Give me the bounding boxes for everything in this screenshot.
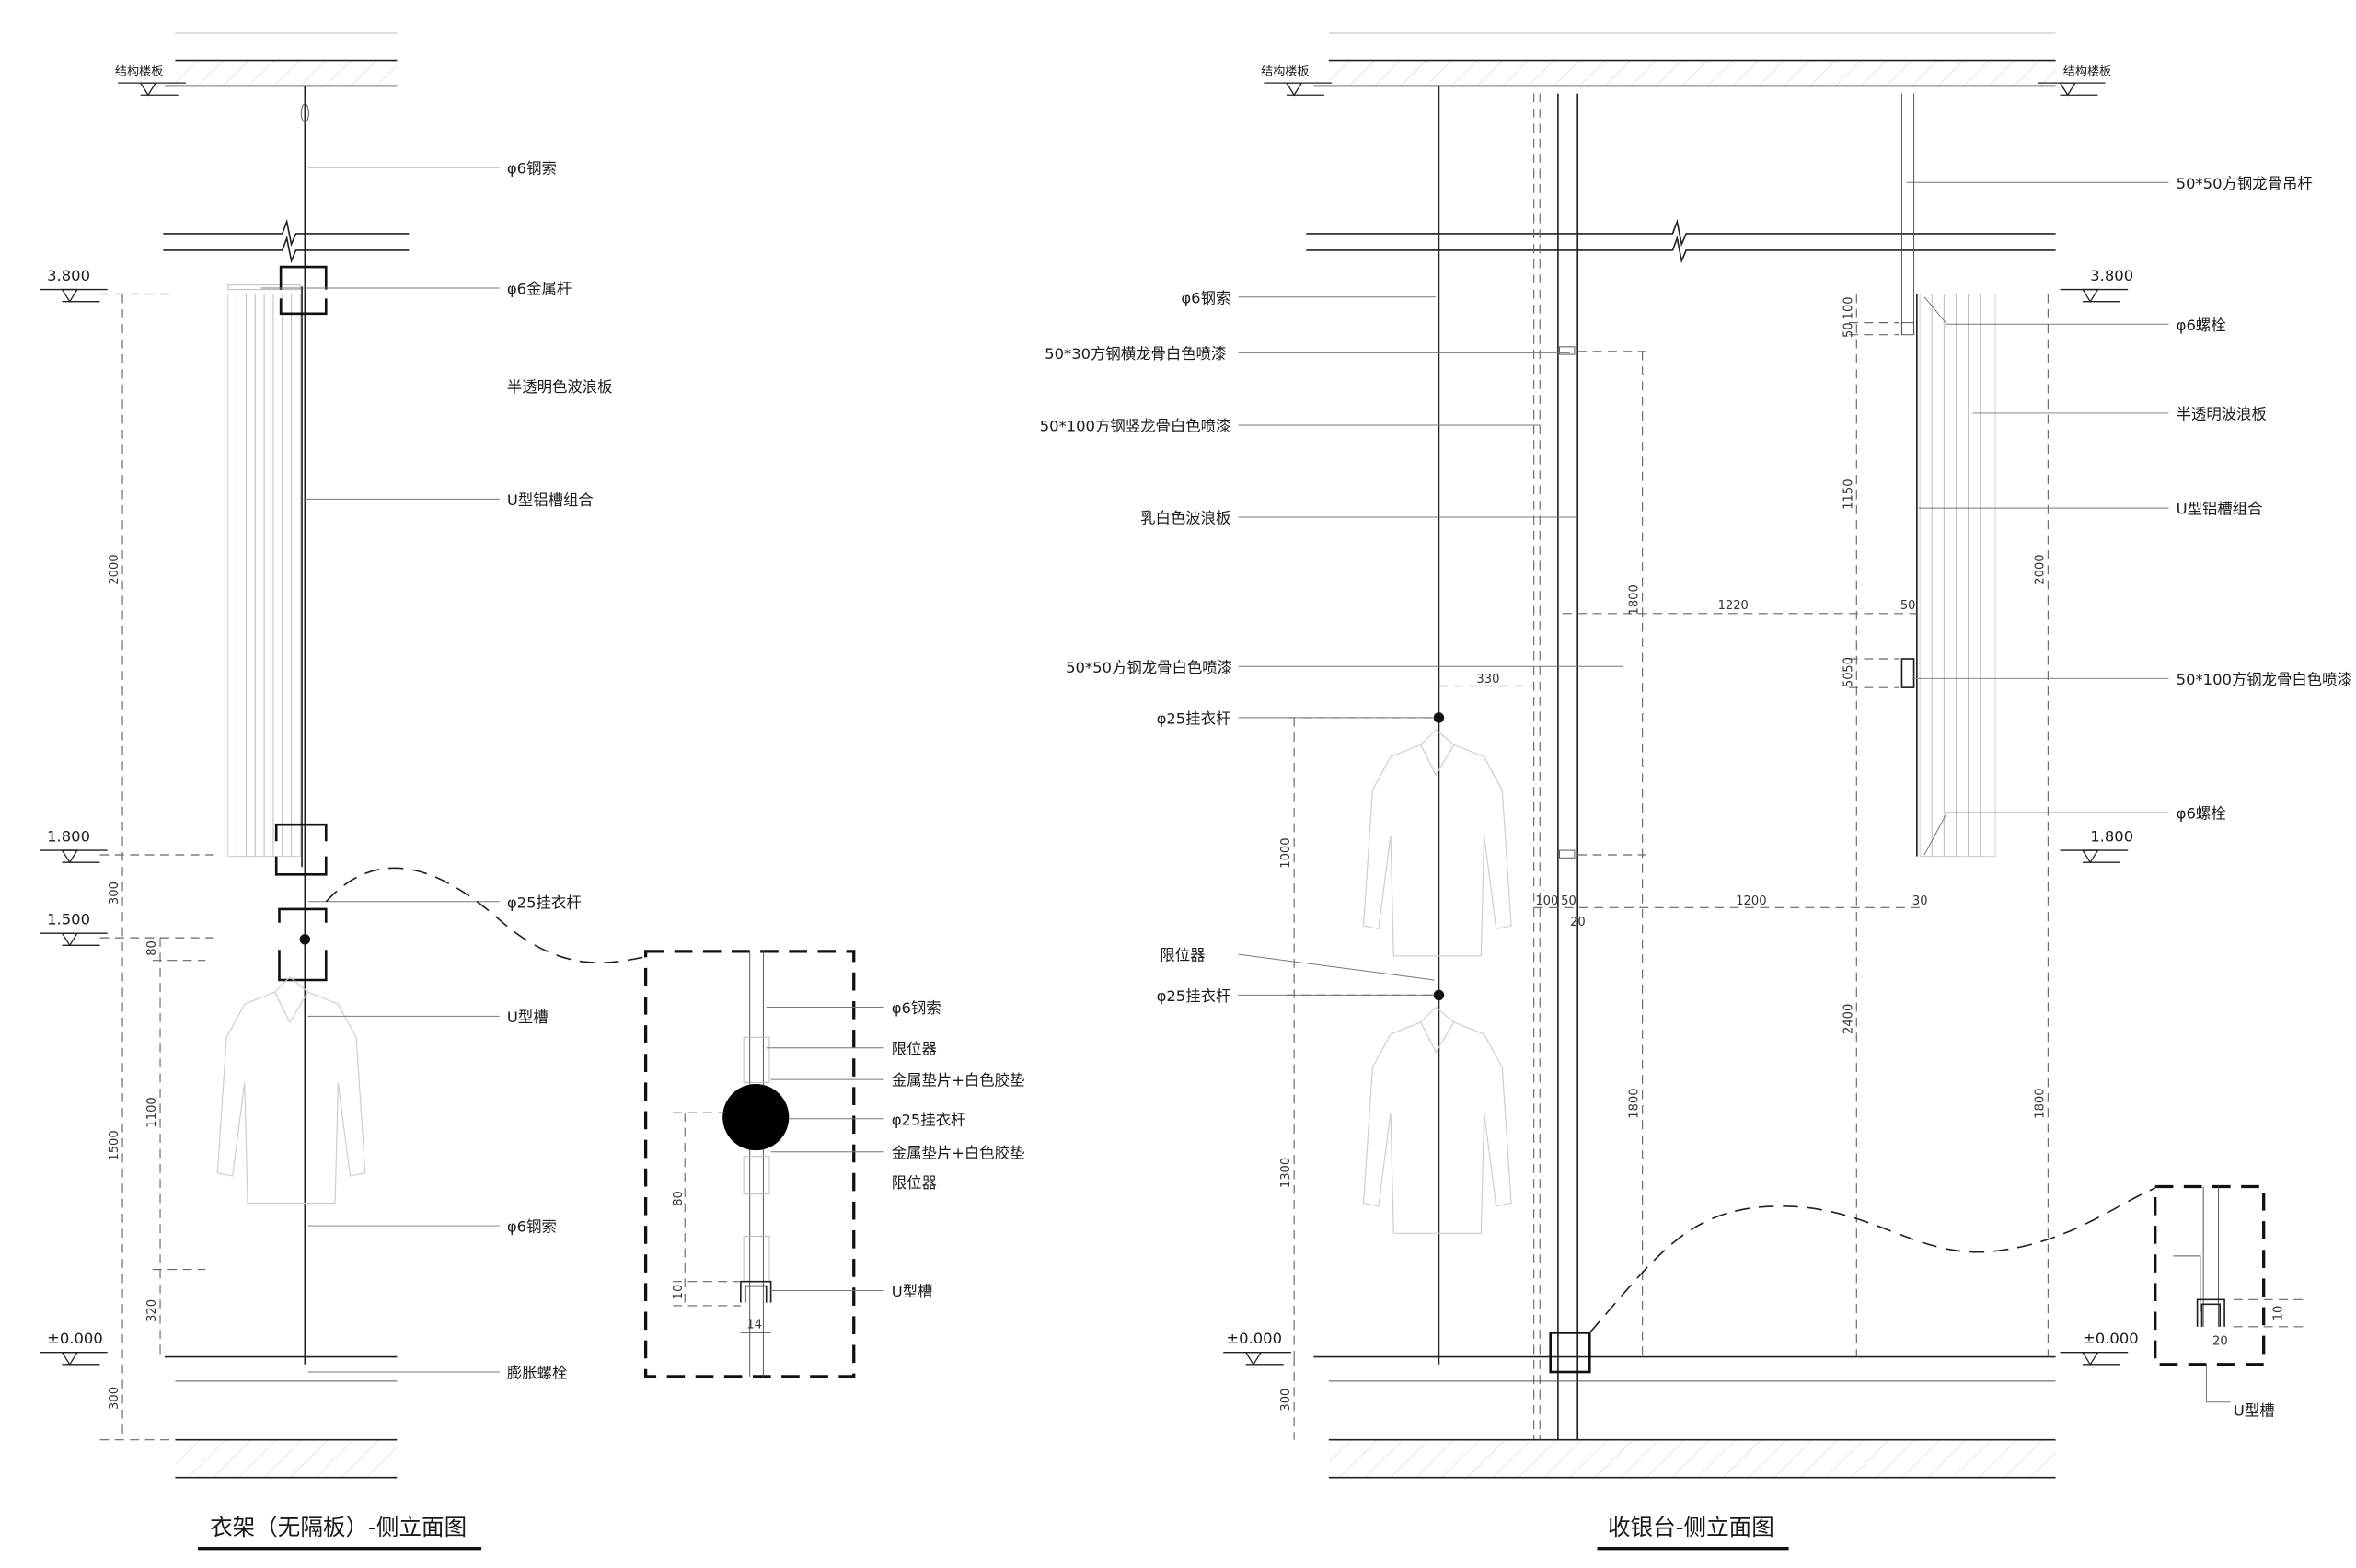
shirt-outline-upper	[1362, 729, 1512, 957]
slab-label-right: 结构楼板	[2063, 64, 2111, 79]
label-cable-lower: φ6钢索	[507, 1218, 557, 1236]
detail-u-channel-box: 10 20	[2154, 1184, 2309, 1366]
dim-1800-lower: 1800	[1628, 1088, 1642, 1118]
label-horizontal-keel: 50*30方钢横龙骨白色喷漆	[1045, 345, 1226, 363]
hanging-rod-detail	[722, 1084, 790, 1151]
dim-50-top: 50	[1900, 599, 1916, 613]
detail-label-stopper: 限位器	[892, 1040, 937, 1057]
dim-1800-right: 1800	[2033, 1088, 2047, 1118]
level-1800-right: 1.800	[2090, 827, 2133, 845]
detail-label-u-channel: U型槽	[892, 1283, 933, 1300]
dim-2400: 2400	[1842, 1004, 1855, 1034]
dim-100: 100	[1535, 894, 1558, 908]
dim-300-floor: 300	[108, 1387, 121, 1410]
dim-1200: 1200	[1736, 894, 1766, 908]
detail-label-stopper-lower: 限位器	[892, 1174, 937, 1192]
label-expansion-bolt: 膨胀螺栓	[507, 1365, 568, 1382]
structural-slab-top	[175, 60, 398, 86]
label-50x50-keel: 50*50方钢龙骨白色喷漆	[1066, 659, 1232, 676]
label-bolt-lower: φ6螺栓	[2177, 805, 2226, 823]
label-milky-wave-panel: 乳白色波浪板	[1140, 510, 1230, 527]
label-u-channel-set: U型铝槽组合	[507, 491, 594, 509]
shirt-outline	[216, 976, 366, 1205]
shirt-outline-lower	[1362, 1006, 1512, 1234]
slab-label-left: 结构楼板	[1261, 64, 1309, 79]
detail-label-cable: φ6钢索	[892, 999, 941, 1017]
dim-80: 80	[145, 940, 159, 956]
dim-1800-upper: 1800	[1628, 584, 1642, 615]
detail-dim-10-right: 10	[2271, 1306, 2285, 1321]
dim-50-stack: 50	[1842, 322, 1855, 338]
label-u-channel-set-right: U型铝槽组合	[2177, 501, 2263, 518]
detail-label-washer-lower: 金属垫片+白色胶垫	[892, 1144, 1025, 1161]
dim-1150: 1150	[1842, 478, 1855, 509]
dim-1300: 1300	[1279, 1158, 1293, 1188]
dim-100-stack: 100	[1842, 296, 1855, 319]
level-1800: 1.800	[47, 827, 90, 845]
dim-1000: 1000	[1279, 837, 1293, 868]
label-u-channel: U型槽	[507, 1009, 549, 1026]
level-3800: 3.800	[47, 267, 90, 284]
label-cable: φ6钢索	[507, 159, 557, 177]
label-bolt-upper: φ6螺栓	[2177, 317, 2226, 334]
dim-30: 30	[1912, 894, 1928, 908]
label-hanger-keel: 50*50方钢龙骨吊杆	[2177, 175, 2313, 192]
left-title: 衣架（无隔板）-侧立面图	[210, 1514, 467, 1540]
label-hanging-rod: φ25挂衣杆	[507, 894, 582, 911]
detail-dim-20-right: 20	[2212, 1335, 2228, 1349]
dim-2000-right: 2000	[2033, 554, 2047, 584]
dim-330: 330	[1476, 673, 1499, 686]
dim-50-bottom: 50	[1561, 894, 1576, 908]
label-vertical-keel: 50*100方钢竖龙骨白色喷漆	[1040, 418, 1231, 435]
dim-20: 20	[1570, 916, 1586, 929]
level-0000: ±0.000	[47, 1330, 103, 1347]
hanging-rod-section	[299, 934, 311, 945]
level-1500: 1.500	[47, 910, 90, 928]
label-50x100-keel: 50*100方钢龙骨白色喷漆	[2177, 671, 2352, 688]
level-0000-left: ±0.000	[1226, 1330, 1282, 1347]
translucent-wave-panel	[227, 284, 301, 858]
left-elevation: 结构楼板	[39, 32, 1025, 1551]
detail-dim-14: 14	[746, 1318, 762, 1332]
label-hanging-rod-upper: φ25挂衣杆	[1157, 709, 1231, 727]
label-metal-rod: φ6金属杆	[507, 281, 572, 298]
label-wave-panel: 半透明色波浪板	[507, 378, 613, 396]
dim-50-stack-b: 50	[1842, 657, 1855, 673]
label-u-channel-right: U型槽	[2234, 1402, 2275, 1420]
detail-label-rod: φ25挂衣杆	[892, 1111, 966, 1128]
dim-1100: 1100	[145, 1097, 159, 1127]
level-0000-right: ±0.000	[2083, 1330, 2139, 1347]
translucent-wave-panel-right	[1919, 294, 1996, 858]
detail-label-washer: 金属垫片+白色胶垫	[892, 1072, 1025, 1090]
level-3800-right: 3.800	[2090, 267, 2133, 284]
label-stopper: 限位器	[1160, 947, 1205, 964]
slab-label: 结构楼板	[115, 64, 163, 79]
dim-1220: 1220	[1718, 599, 1749, 613]
dim-320: 320	[145, 1299, 159, 1322]
detail-dim-80: 80	[672, 1191, 686, 1206]
label-hanging-rod-lower: φ25挂衣杆	[1157, 987, 1231, 1005]
dim-50-stack-c: 50	[1842, 672, 1855, 687]
dim-300: 300	[108, 882, 121, 905]
detail-dim-10: 10	[672, 1285, 686, 1300]
label-cable-right: φ6钢索	[1181, 289, 1230, 306]
dim-1500: 1500	[108, 1130, 121, 1160]
detail-hanger-box: φ6钢索 限位器 金属垫片+白色胶垫 φ25挂衣杆 金属垫片+白色胶垫 限位器 …	[643, 950, 1025, 1378]
dim-300-right: 300	[1279, 1389, 1293, 1412]
dim-2000: 2000	[108, 554, 121, 584]
label-translucent-panel: 半透明波浪板	[2177, 405, 2267, 422]
right-elevation: 结构楼板 结构楼板	[1040, 32, 2352, 1551]
right-title: 收银台-侧立面图	[1608, 1514, 1774, 1540]
